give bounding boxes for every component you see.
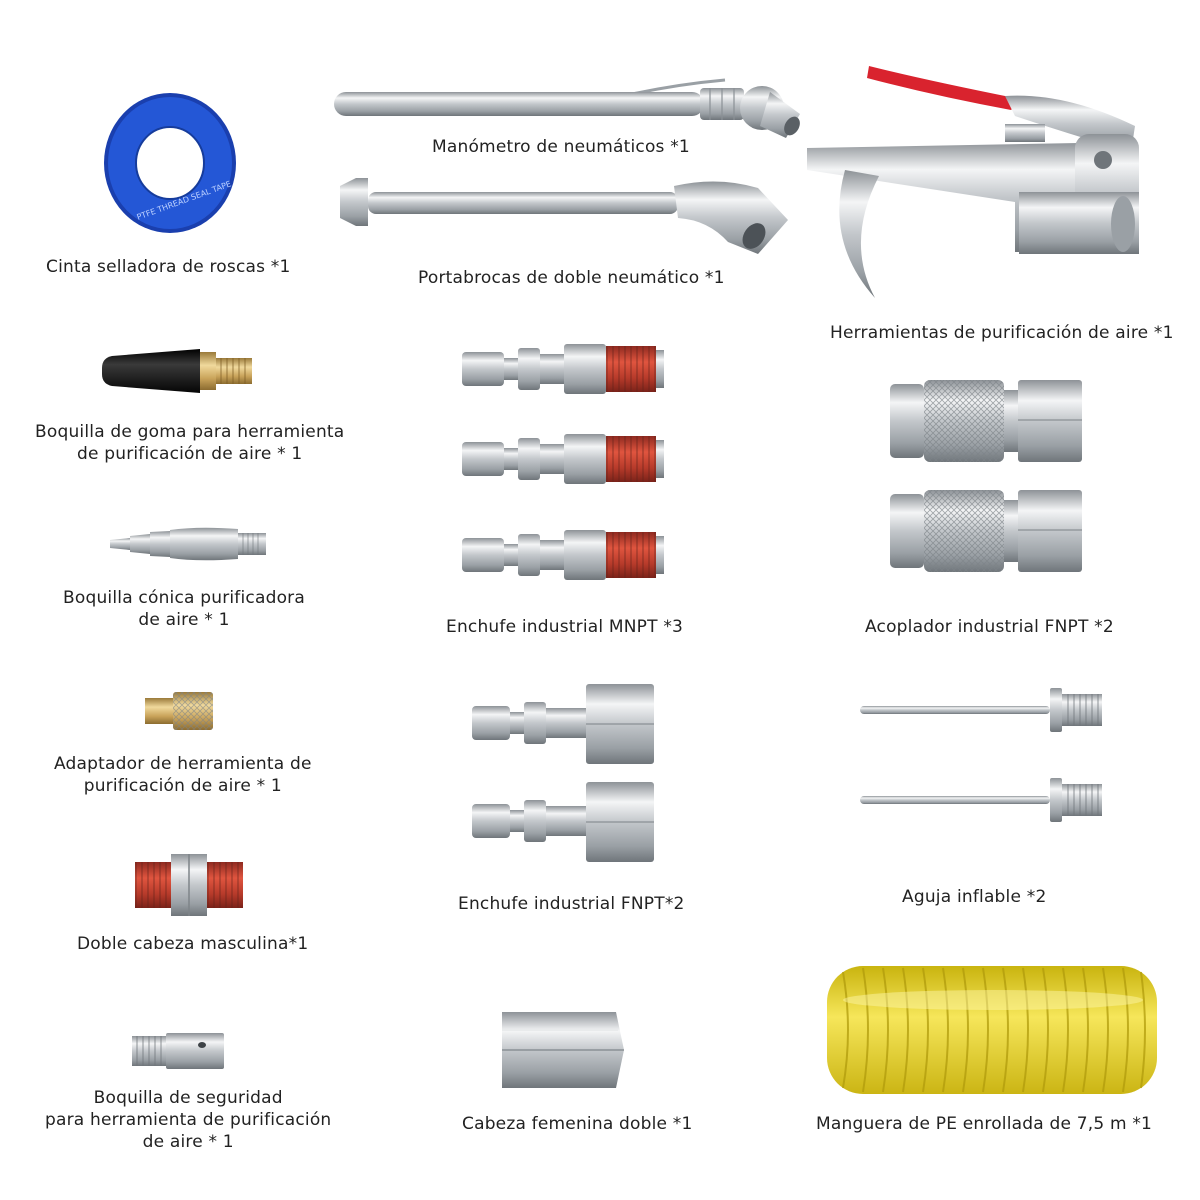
male-hex-label: Doble cabeza masculina*1 bbox=[77, 934, 309, 954]
fnpt-coupler-label: Acoplador industrial FNPT *2 bbox=[865, 617, 1114, 637]
female-coupler-label: Cabeza femenina doble *1 bbox=[462, 1114, 693, 1134]
tapered-nozzle-label: Boquilla cónica purificadora de aire * 1 bbox=[63, 588, 305, 630]
blow-gun-label: Herramientas de purificación de aire *1 bbox=[830, 323, 1174, 343]
adapter-label: Adaptador de herramienta de purificación… bbox=[54, 754, 312, 796]
brass-adapter-icon bbox=[143, 690, 215, 732]
needle-label: Aguja inflable *2 bbox=[902, 887, 1047, 907]
tire-gauge-label: Manómetro de neumáticos *1 bbox=[432, 137, 690, 157]
safety-nozzle-label: Boquilla de seguridad para herramienta d… bbox=[45, 1088, 332, 1152]
ptfe-tape-icon: PTFE THREAD SEAL TAPE bbox=[100, 88, 240, 238]
rubber-nozzle-icon bbox=[100, 346, 255, 396]
blow-gun-icon bbox=[805, 52, 1145, 308]
dual-chuck-icon bbox=[338, 170, 798, 260]
coiled-hose-icon bbox=[823, 960, 1163, 1100]
hose-label: Manguera de PE enrollada de 7,5 m *1 bbox=[816, 1114, 1153, 1134]
tire-gauge-icon bbox=[330, 74, 810, 154]
mnpt-plug-icon bbox=[460, 340, 670, 610]
safety-nozzle-icon bbox=[130, 1030, 226, 1072]
tapered-nozzle-icon bbox=[108, 526, 268, 562]
hex-nipple-icon bbox=[133, 852, 245, 918]
thread-tape-label: Cinta selladora de roscas *1 bbox=[46, 257, 291, 277]
dual-chuck-label: Portabrocas de doble neumático *1 bbox=[418, 268, 725, 288]
female-coupler-icon bbox=[498, 1008, 628, 1092]
inflation-needle-icon bbox=[858, 682, 1108, 842]
fnpt-plug-label: Enchufe industrial FNPT*2 bbox=[458, 894, 685, 914]
fnpt-plug-icon bbox=[470, 680, 660, 872]
mnpt-plug-label: Enchufe industrial MNPT *3 bbox=[446, 617, 684, 637]
rubber-nozzle-label: Boquilla de goma para herramienta de pur… bbox=[35, 422, 345, 464]
fnpt-coupler-icon bbox=[888, 376, 1088, 580]
